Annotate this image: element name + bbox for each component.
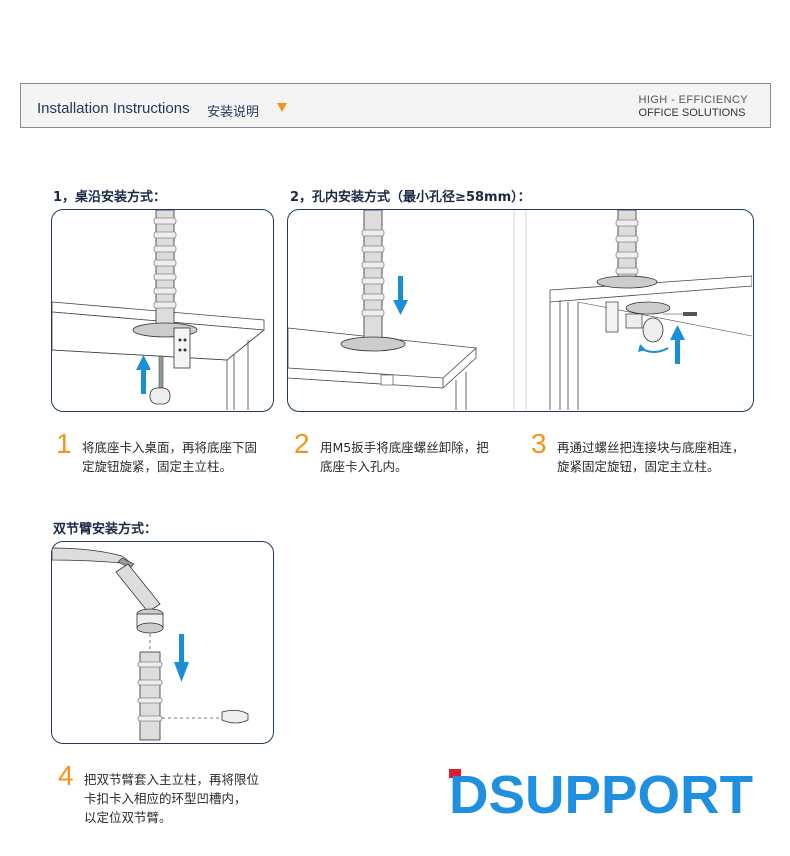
step-text-line: 卡扣卡入相应的环型凹槽内， (84, 791, 247, 806)
step-text-line: 底座卡入孔内。 (320, 459, 408, 474)
slogan-line1: HIGH - EFFICIENCY (638, 94, 748, 106)
step-text-line: 将底座卡入桌面，再将底座下固 (82, 440, 258, 455)
step-text-line: 把双节臂套入主立柱，再将限位 (84, 772, 260, 787)
dropdown-triangle-icon[interactable] (277, 103, 287, 112)
step-text-line: 用M5扳手将底座螺丝卸除，把 (320, 440, 489, 455)
step-text-line: 旋紧固定旋钮，固定主立柱。 (557, 459, 720, 474)
step-4: 4 把双节臂套入主立柱，再将限位 卡扣卡入相应的环型凹槽内， 以定位双节臂。 (58, 762, 288, 828)
step-text-line: 定旋钮旋紧，固定主立柱。 (82, 459, 233, 474)
step-text: 用M5扳手将底座螺丝卸除，把 底座卡入孔内。 (320, 438, 489, 476)
header-slogan: HIGH - EFFICIENCY OFFICE SOLUTIONS (639, 94, 748, 119)
section-title-hole: 2，孔内安装方式（最小孔径≥58mm）： (290, 190, 531, 205)
illustration-desk-clamp (51, 209, 274, 412)
step-3: 3 再通过螺丝把连接块与底座相连， 旋紧固定旋钮，固定主立柱。 (531, 430, 761, 476)
header-title-cn: 安装说明 (207, 105, 260, 120)
step-text: 将底座卡入桌面，再将底座下固 定旋钮旋紧，固定主立柱。 (82, 438, 257, 476)
step-text-line: 再通过螺丝把连接块与底座相连， (557, 440, 745, 455)
logo-text: DSUPPORT (449, 767, 753, 817)
illustration-double-arm (51, 541, 274, 744)
step-2: 2 用M5扳手将底座螺丝卸除，把 底座卡入孔内。 (294, 430, 524, 476)
header-bar: Installation Instructions 安装说明 HIGH - EF… (20, 83, 771, 128)
step-number: 1 (56, 428, 72, 459)
step-number: 2 (294, 428, 310, 459)
dsupport-logo: DSUPPORT (449, 765, 754, 825)
step-1: 1 将底座卡入桌面，再将底座下固 定旋钮旋紧，固定主立柱。 (56, 430, 286, 476)
step-number: 3 (531, 428, 547, 459)
illustration-hole-mount (287, 209, 754, 412)
step-text: 再通过螺丝把连接块与底座相连， 旋紧固定旋钮，固定主立柱。 (557, 438, 745, 476)
section-title-double-arm: 双节臂安装方式： (53, 522, 158, 537)
step-text-line: 以定位双节臂。 (84, 810, 172, 825)
slogan-line2: OFFICE SOLUTIONS (638, 107, 746, 119)
header-title: Installation Instructions (37, 100, 190, 117)
step-text: 把双节臂套入主立柱，再将限位 卡扣卡入相应的环型凹槽内， 以定位双节臂。 (84, 770, 259, 827)
section-title-desk-edge: 1，桌沿安装方式： (53, 190, 167, 205)
step-number: 4 (58, 760, 74, 791)
